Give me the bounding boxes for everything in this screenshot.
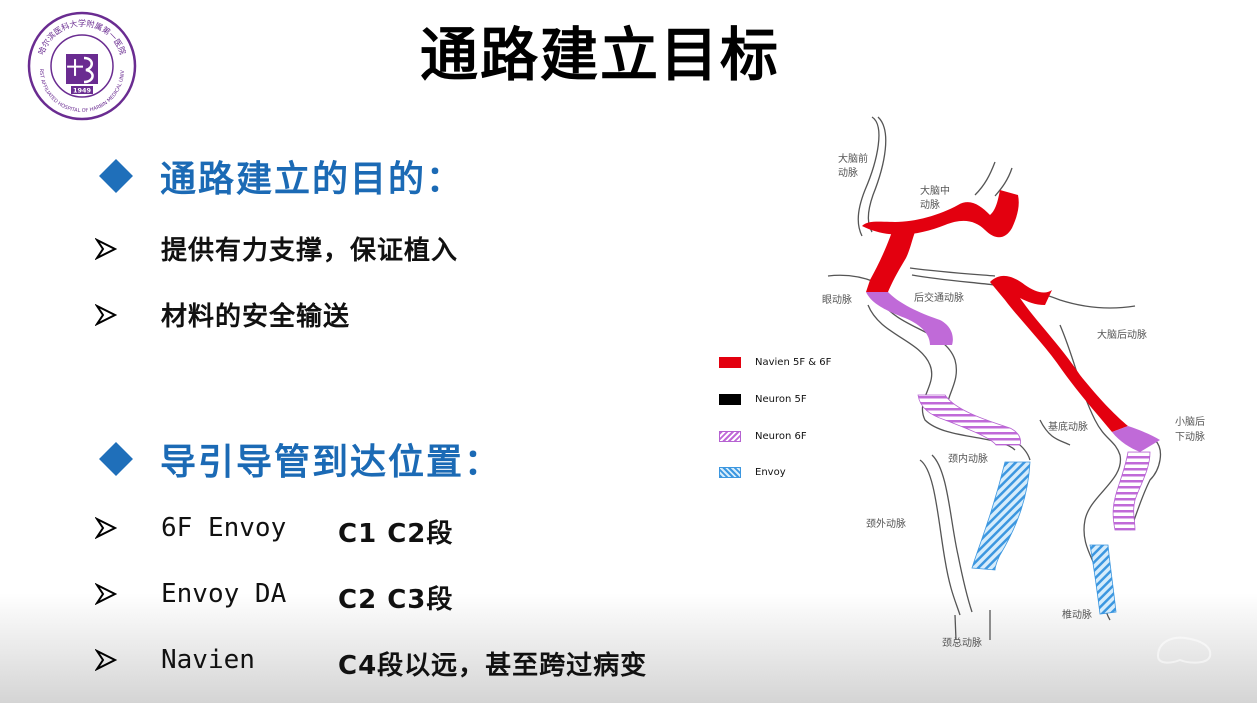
hospital-logo: 哈尔滨医科大学附属第一医院 THE FIRST AFFILIATED HOSPI… <box>23 6 138 122</box>
mca-outline-inner <box>994 167 1013 197</box>
ophthalmic-outline <box>827 274 876 283</box>
label-eca: 颈外动脉 <box>866 517 906 530</box>
list-item: 6F Envoy <box>95 513 286 543</box>
label-basilar: 基底动脉 <box>1048 420 1088 433</box>
arrow-bullet-icon <box>95 649 117 671</box>
diamond-bullet-icon <box>99 159 133 193</box>
neuron6f-segment-siphon-solid <box>866 292 953 345</box>
legend-swatch-purple-hatched <box>719 431 741 442</box>
legend-label: Envoy <box>755 467 786 478</box>
diamond-bullet-icon <box>99 442 133 476</box>
label-ophthalmic: 眼动脉 <box>822 293 852 306</box>
vertebral-branch-outline <box>1039 419 1071 446</box>
pcom-outline-upper <box>909 267 996 277</box>
label-aca-line1: 大脑前 <box>838 152 868 165</box>
bullet-text: 材料的安全输送 <box>161 302 351 332</box>
cerebral-artery-diagram: 大脑前 动脉 大脑中 动脉 眼动脉 后交通动脉 大脑后动脉 基底动脉 小脑后 下… <box>822 116 1205 649</box>
section-heading: 通路建立的目的： <box>160 159 465 200</box>
navien-segment-siphon <box>866 222 915 292</box>
aca-outline <box>857 116 880 237</box>
label-mca-line2: 动脉 <box>920 198 940 211</box>
navien-segment-vertebral <box>990 275 1128 432</box>
mca-outline <box>974 161 996 196</box>
section-catheter-position: 导引导管到达位置： <box>96 433 502 485</box>
device-location: C2 C3段 <box>338 585 454 615</box>
device-location: C1 C2段 <box>338 519 454 549</box>
label-pca: 大脑后动脉 <box>1097 328 1147 341</box>
envoy-segment-ica <box>971 461 1031 571</box>
neuron6f-segment-vertebral-hatched <box>1112 451 1151 531</box>
legend-label: Neuron 5F <box>755 394 807 405</box>
legend-label: Navien 5F & 6F <box>755 357 832 368</box>
label-pica-line1: 小脑后 <box>1175 415 1205 428</box>
section-heading: 导引导管到达位置： <box>160 442 503 483</box>
label-pica-line2: 下动脉 <box>1175 430 1205 443</box>
device-location: C4段以远，甚至跨过病变 <box>338 651 648 681</box>
arrow-bullet-icon <box>95 237 117 260</box>
logo-center-glyph: 十 <box>67 58 84 79</box>
bullet-text: 提供有力支撑，保证植入 <box>161 236 459 266</box>
device-name: Navien <box>161 645 255 675</box>
eca-outline <box>919 459 961 616</box>
list-item: 材料的安全输送 <box>95 296 350 333</box>
legend-swatch-black <box>719 394 741 405</box>
legend-item: Navien 5F & 6F <box>719 357 831 368</box>
section-purpose: 通路建立的目的： <box>96 150 464 202</box>
arrow-bullet-icon <box>95 303 117 326</box>
legend-label: Neuron 6F <box>755 431 807 442</box>
neuron6f-segment-ica-hatched <box>917 394 1021 446</box>
list-item: Navien <box>95 645 255 675</box>
arrow-bullet-icon <box>95 517 117 539</box>
legend-item: Envoy <box>719 467 786 478</box>
label-vertebral: 椎动脉 <box>1062 608 1092 621</box>
device-name: 6F Envoy <box>161 513 287 543</box>
arrow-bullet-icon <box>95 583 117 605</box>
eca-outline-inner <box>931 454 973 613</box>
legend-item: Neuron 5F <box>719 394 807 405</box>
list-item: 提供有力支撑，保证植入 <box>95 230 458 267</box>
neuron6f-segment-basilar-solid <box>1112 426 1160 452</box>
label-aca-line2: 动脉 <box>838 166 858 179</box>
logo-year: 1949 <box>73 87 92 95</box>
navien-segment-mca <box>862 190 1019 238</box>
device-name: Envoy DA <box>161 579 287 609</box>
legend-swatch-blue-hatched <box>719 467 741 478</box>
label-ica: 颈内动脉 <box>948 452 988 465</box>
label-pcom: 后交通动脉 <box>914 291 964 304</box>
cca-outline-left <box>954 614 957 641</box>
label-mca-line1: 大脑中 <box>920 184 950 197</box>
list-item: Envoy DA <box>95 579 286 609</box>
envoy-segment-vertebral <box>1089 544 1117 615</box>
slide-title: 通路建立目标 <box>419 21 780 89</box>
watermark-logo-icon <box>1156 636 1212 664</box>
legend-swatch-red <box>719 357 741 368</box>
label-cca: 颈总动脉 <box>942 636 982 649</box>
legend-item: Neuron 6F <box>719 431 807 442</box>
